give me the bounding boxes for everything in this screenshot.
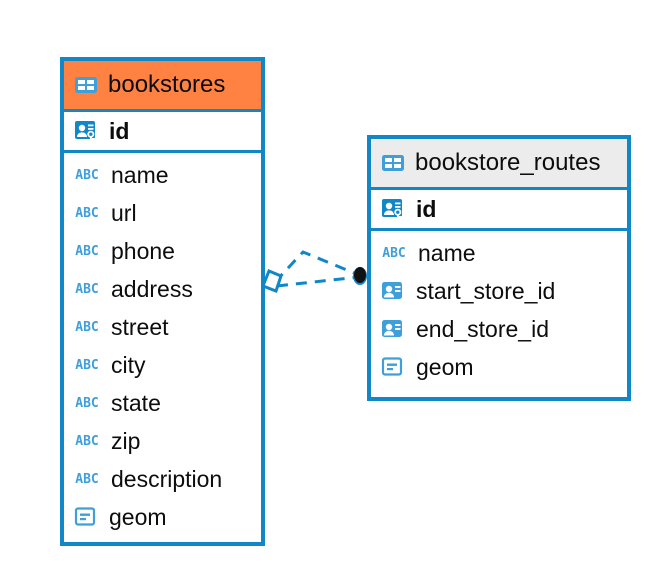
abc-text-icon: ABC [382, 245, 406, 261]
abc-text-icon: ABC [75, 243, 99, 259]
entity-bookstore-routes-pk-section: id [371, 187, 627, 231]
field-label: end_store_id [416, 315, 549, 342]
field-row-start-store-id[interactable]: start_store_id [371, 272, 627, 310]
field-label: id [109, 117, 130, 144]
relationship-source-marker [261, 269, 283, 293]
table-icon [73, 72, 99, 98]
relationship-target-marker [353, 267, 367, 285]
relationship-connector[interactable] [255, 240, 380, 320]
field-label: city [111, 351, 146, 378]
field-row-end-store-id[interactable]: end_store_id [371, 310, 627, 348]
field-row-routes-id[interactable]: id [371, 190, 627, 228]
abc-text-icon: ABC [75, 205, 99, 221]
field-label: zip [111, 427, 141, 454]
field-label: id [416, 195, 437, 222]
abc-text-icon: ABC [75, 471, 99, 487]
field-row-zip[interactable]: ABC zip [64, 422, 261, 460]
field-label: street [111, 313, 169, 340]
foreign-key-icon [380, 278, 406, 304]
field-row-description[interactable]: ABC description [64, 460, 261, 498]
abc-text-icon: ABC [75, 357, 99, 373]
field-label: phone [111, 237, 175, 264]
abc-text-icon: ABC [75, 281, 99, 297]
relationship-line-upper [273, 250, 360, 284]
field-row-routes-name[interactable]: ABC name [371, 234, 627, 272]
field-row-routes-geom[interactable]: geom [371, 348, 627, 386]
abc-text-icon: ABC [75, 319, 99, 335]
field-label: address [111, 275, 193, 302]
field-label: start_store_id [416, 277, 556, 304]
field-row-url[interactable]: ABC url [64, 194, 261, 232]
geometry-icon [380, 354, 406, 380]
entity-bookstore-routes-name: bookstore_routes [415, 149, 601, 176]
primary-key-icon [73, 118, 99, 144]
field-row-bookstores-id[interactable]: id [64, 112, 261, 150]
field-label: state [111, 389, 161, 416]
field-row-address[interactable]: ABC address [64, 270, 261, 308]
field-row-street[interactable]: ABC street [64, 308, 261, 346]
entity-bookstores-fields: ABC name ABC url ABC phone ABC address A… [64, 153, 261, 536]
entity-bookstores-pk-section: id [64, 109, 261, 153]
entity-bookstores-name: bookstores [108, 71, 226, 98]
field-label: name [418, 239, 476, 266]
primary-key-icon [380, 196, 406, 222]
field-row-state[interactable]: ABC state [64, 384, 261, 422]
relationship-line-lower [276, 275, 360, 288]
field-row-geom[interactable]: geom [64, 498, 261, 536]
field-label: name [111, 161, 169, 188]
field-row-phone[interactable]: ABC phone [64, 232, 261, 270]
abc-text-icon: ABC [75, 433, 99, 449]
table-icon [380, 150, 406, 176]
entity-bookstores[interactable]: bookstores id [60, 57, 265, 546]
geometry-icon [73, 504, 99, 530]
field-label: geom [109, 503, 167, 530]
field-label: url [111, 199, 137, 226]
entity-bookstore-routes-fields: ABC name start_store_id [371, 231, 627, 386]
entity-bookstores-header[interactable]: bookstores [64, 61, 261, 109]
entity-bookstore-routes[interactable]: bookstore_routes id [367, 135, 631, 401]
field-label: geom [416, 353, 474, 380]
field-row-city[interactable]: ABC city [64, 346, 261, 384]
field-label: description [111, 465, 223, 492]
abc-text-icon: ABC [75, 395, 99, 411]
foreign-key-icon [380, 316, 406, 342]
field-row-name[interactable]: ABC name [64, 156, 261, 194]
entity-bookstore-routes-header[interactable]: bookstore_routes [371, 139, 627, 187]
abc-text-icon: ABC [75, 167, 99, 183]
